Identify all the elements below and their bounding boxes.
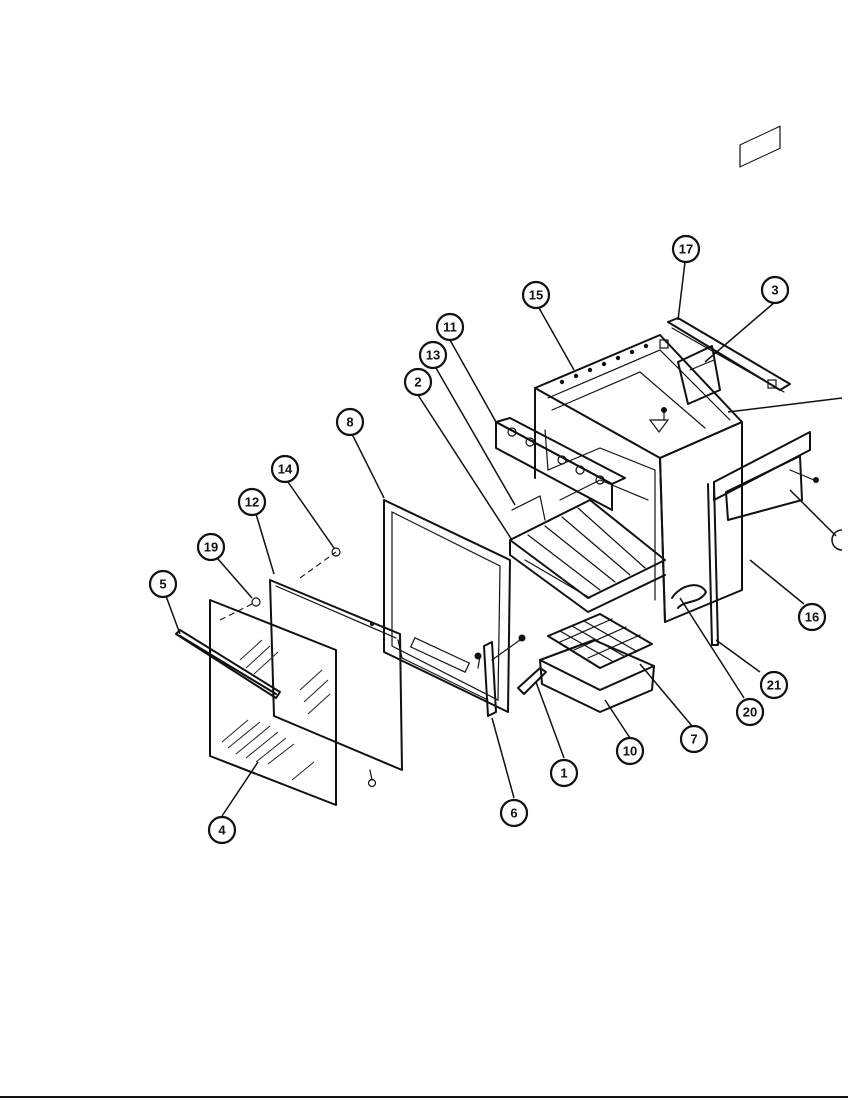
inner-door-panel	[269, 579, 403, 788]
svg-text:21: 21	[767, 678, 781, 693]
top-bracket	[677, 345, 721, 405]
svg-text:19: 19	[204, 540, 218, 555]
callout-10: 10	[615, 736, 645, 766]
glass-reflection-hatching	[221, 639, 331, 781]
svg-text:3: 3	[771, 283, 778, 298]
svg-text:12: 12	[245, 495, 259, 510]
side-trim-strip	[707, 481, 719, 646]
callout-11: 11	[435, 312, 465, 342]
svg-text:1: 1	[560, 766, 567, 781]
svg-text:4: 4	[218, 823, 226, 838]
broiler-grid	[547, 613, 653, 669]
callout-5: 5	[148, 569, 178, 599]
outer-door-glass	[209, 599, 337, 806]
svg-text:15: 15	[529, 288, 543, 303]
side-panel	[713, 125, 819, 521]
top-trim-strip	[659, 317, 791, 393]
door-screws	[219, 547, 341, 621]
svg-text:7: 7	[690, 732, 697, 747]
oven-body	[534, 334, 743, 623]
door-latch	[671, 584, 707, 609]
callout-14: 14	[270, 454, 300, 484]
callout-17: 17	[671, 234, 701, 264]
svg-text:17: 17	[679, 242, 693, 257]
rack-support	[495, 417, 626, 511]
callout-12: 12	[237, 487, 267, 517]
callout-4: 4	[207, 815, 237, 845]
callout-19: 19	[196, 532, 226, 562]
callout-7: 7	[679, 724, 709, 754]
callout-20: 20	[735, 697, 765, 727]
top-rim-holes	[559, 343, 649, 385]
leader-lines	[165, 261, 843, 817]
callout-16: 16	[797, 602, 827, 632]
callout-2: 2	[403, 367, 433, 397]
svg-text:10: 10	[623, 744, 637, 759]
callout-8: 8	[335, 407, 365, 437]
callout-1: 1	[549, 758, 579, 788]
svg-text:14: 14	[278, 462, 293, 477]
svg-text:11: 11	[443, 320, 457, 335]
svg-text:5: 5	[159, 577, 166, 592]
svg-text:2: 2	[414, 375, 421, 390]
hinge-pin	[517, 667, 547, 695]
callout-21: 21	[759, 670, 789, 700]
svg-text:16: 16	[805, 610, 819, 625]
callout-3: 3	[760, 275, 790, 305]
svg-text:6: 6	[510, 806, 517, 821]
svg-text:20: 20	[743, 705, 757, 720]
callout-15: 15	[521, 280, 551, 310]
oven-rack	[509, 495, 666, 613]
svg-text:8: 8	[346, 415, 353, 430]
svg-text:13: 13	[426, 348, 440, 363]
door-hinge	[474, 634, 526, 717]
door-liner	[383, 499, 511, 713]
callout-13: 13	[418, 340, 448, 370]
callout-6: 6	[499, 798, 529, 828]
